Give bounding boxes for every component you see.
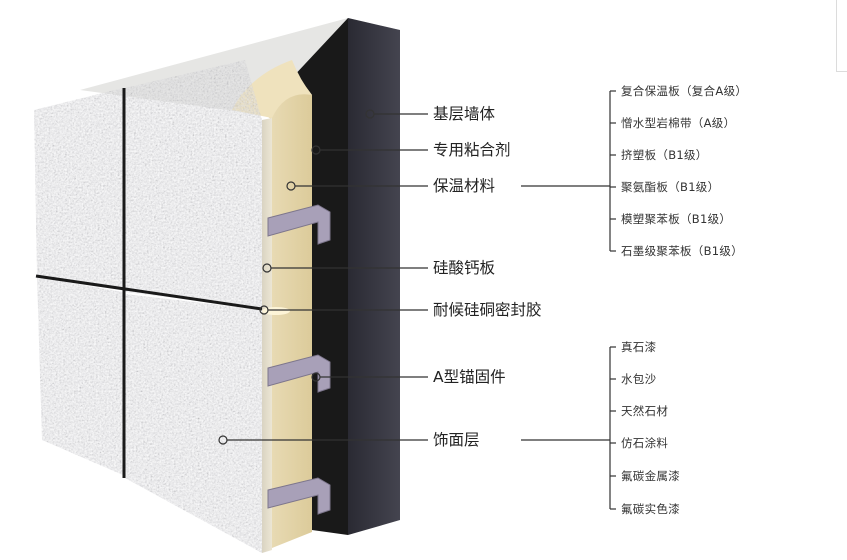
insulation-layer [240, 65, 312, 548]
label-sealant: 耐候硅硐密封胶 [433, 301, 542, 319]
anchor-group [267, 204, 331, 515]
label-finish: 饰面层 [433, 431, 480, 449]
stone-panel-top-left [34, 88, 123, 290]
insulation-option: 复合保温板（复合A级） [621, 84, 748, 98]
finish-option: 水包沙 [621, 372, 657, 386]
stone-panel-top-right [125, 60, 262, 308]
label-calcium-silicate-board: 硅酸钙板 [433, 259, 496, 277]
label-anchor: A型锚固件 [433, 368, 506, 386]
label-adhesive: 专用粘合剂 [433, 141, 511, 159]
finish-option: 真石漆 [621, 340, 657, 354]
base-wall-side-face [348, 18, 400, 535]
insulation-option: 挤塑板（B1级） [621, 148, 708, 162]
sealant-highlight [262, 307, 290, 315]
insulation-option: 聚氨酯板（B1级） [621, 180, 720, 194]
adhesive-layer [290, 18, 348, 535]
label-insulation: 保温材料 [433, 177, 496, 195]
anchor-top [267, 204, 331, 245]
finish-option: 氟碳金属漆 [621, 469, 680, 483]
stone-facade [34, 60, 262, 553]
stone-panel-bottom-right [125, 294, 262, 553]
anchor-bottom [267, 477, 331, 515]
finish-option: 氟碳实色漆 [621, 502, 680, 516]
insulation-option: 憎水型岩棉带（A级） [621, 116, 736, 130]
label-base-wall: 基层墙体 [433, 105, 496, 123]
anchor-middle [267, 354, 331, 393]
insulation-option: 模塑聚苯板（B1级） [621, 212, 732, 226]
finish-option: 天然石材 [621, 404, 669, 418]
calcium-silicate-board-edge [262, 118, 272, 553]
finish-option: 仿石涂料 [621, 436, 669, 450]
stone-joints [35, 88, 263, 478]
insulation-option: 石墨级聚苯板（B1级） [621, 244, 744, 258]
leader-lines [227, 90, 616, 510]
stone-panel-bottom-left [37, 277, 123, 475]
corner-frame [836, 0, 847, 72]
